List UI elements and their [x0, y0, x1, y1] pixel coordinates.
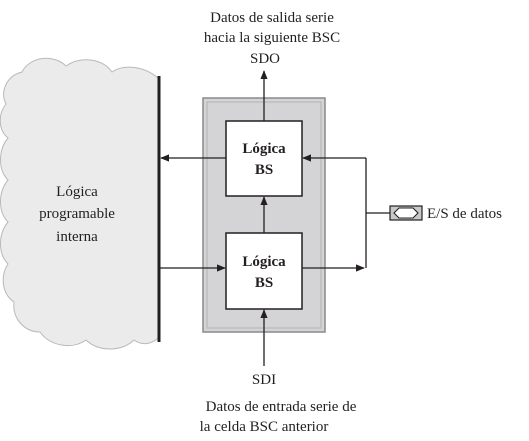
bs-logic-bottom-line1: Lógica [242, 254, 286, 270]
io-pin-icon [389, 205, 423, 221]
io-pin-label: E/S de datos [427, 206, 502, 222]
top-caption-line1: Datos de salida serie [210, 10, 334, 26]
internal-logic-line2: programable [39, 206, 115, 222]
bottom-caption-line2: la celda BSC anterior [200, 419, 329, 435]
internal-logic-cloud [0, 57, 159, 350]
bs-logic-bottom-line2: BS [255, 275, 273, 291]
bs-logic-top-line2: BS [255, 162, 273, 178]
bs-logic-top-line1: Lógica [242, 141, 286, 157]
internal-logic-line1: Lógica [56, 184, 98, 200]
top-caption-line2: hacia la siguiente BSC [204, 30, 340, 46]
bottom-caption-line1: Datos de entrada serie de [206, 399, 357, 415]
sdo-label: SDO [250, 51, 280, 67]
internal-logic-line3: interna [56, 229, 98, 245]
sdi-label: SDI [252, 372, 276, 388]
bs-logic-bottom [225, 232, 303, 310]
bs-logic-top [225, 120, 303, 197]
